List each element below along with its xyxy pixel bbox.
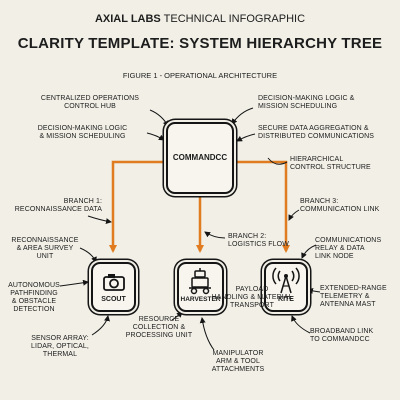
harvester-node: HARVESTER xyxy=(177,262,224,312)
note-branch1: BRANCH 1: RECONNAISSANCE DATA xyxy=(14,198,102,213)
leader-command-mid-left xyxy=(146,132,165,141)
leader-command-top-left xyxy=(149,109,169,127)
note-scout-unit: RECONNAISSANCE & AREA SURVEY UNIT xyxy=(11,237,79,260)
note-command-mid-right: SECURE DATA AGGREGATION & DISTRIBUTED CO… xyxy=(258,125,375,140)
header-brand: AXIAL LABS TECHNICAL INFOGRAPHIC xyxy=(0,13,400,25)
leader-kite-broadband xyxy=(291,315,311,334)
brand-name: AXIAL LABS xyxy=(94,13,161,25)
harvester-label: HARVESTER xyxy=(180,296,221,303)
leader-hierarchy xyxy=(267,157,288,165)
leader-branch1 xyxy=(87,215,112,225)
annotation-leaders xyxy=(59,107,321,351)
brand-tagline: TECHNICAL INFOGRAPHIC xyxy=(163,13,306,25)
antenna-tower-icon xyxy=(272,267,300,294)
leader-harvester-collection xyxy=(171,311,183,321)
kite-node: KITE xyxy=(264,262,308,312)
leader-scout-unit xyxy=(79,247,97,263)
leader-command-mid-right xyxy=(236,133,256,142)
leader-command-top-right xyxy=(231,107,254,125)
note-kite-broadband: BROADBAND LINK TO COMMANDCC xyxy=(310,328,374,343)
leader-branch2 xyxy=(204,231,226,239)
scout-label: SCOUT xyxy=(101,296,126,303)
note-scout-nav: AUTONOMOUS PATHFINDING & OBSTACLE DETECT… xyxy=(8,282,60,313)
leader-harvester-arm xyxy=(199,317,215,351)
leader-branch3 xyxy=(288,209,300,221)
commandcc-label: COMMANDCC xyxy=(172,153,228,162)
scout-node: SCOUT xyxy=(91,262,136,312)
commandcc-node: COMMANDCC xyxy=(166,122,234,194)
note-kite-mast: EXTENDED-RANGE TELEMETRY & ANTENNA MAST xyxy=(320,285,387,308)
note-harvester-arm: MANIPULATOR ARM & TOOL ATTACHMENTS xyxy=(211,350,265,373)
note-command-top-right: DECISION-MAKING LOGIC & MISSION SCHEDULI… xyxy=(258,95,355,110)
note-command-top-left: CENTRALIZED OPERATIONS CONTROL HUB xyxy=(40,95,140,110)
robot-icon xyxy=(189,268,211,295)
leader-kite-relay xyxy=(301,244,317,259)
kite-label: KITE xyxy=(278,296,294,303)
note-scout-sensor: SENSOR ARRAY: LIDAR, OPTICAL, THERMAL xyxy=(31,335,89,358)
leader-scout-nav xyxy=(59,279,89,287)
camera-icon xyxy=(103,274,125,291)
note-command-mid-left: DECISION-MAKING LOGIC & MISSION SCHEDULI… xyxy=(37,125,128,140)
note-hierarchy: HIERARCHICAL CONTROL STRUCTURE xyxy=(290,156,371,171)
page-title: CLARITY TEMPLATE: SYSTEM HIERARCHY TREE xyxy=(17,35,383,52)
leader-kite-mast xyxy=(307,288,321,294)
note-harvester-payload: PAYLOAD HANDLING & MATERIAL TRANSPORT xyxy=(211,286,293,309)
note-branch3: BRANCH 3: COMMUNICATION LINK xyxy=(300,198,380,213)
note-branch2: BRANCH 2: LOGISTICS FLOW xyxy=(228,233,289,248)
note-harvester-collection: RESOURCE COLLECTION & PROCESSING UNIT xyxy=(125,316,193,339)
note-kite-relay: COMMUNICATIONS RELAY & DATA LINK NODE xyxy=(315,237,382,260)
branch1-connector xyxy=(109,160,166,253)
figure-caption: FIGURE 1 - OPERATIONAL ARCHITECTURE xyxy=(122,71,278,80)
leader-scout-sensor xyxy=(91,315,110,336)
